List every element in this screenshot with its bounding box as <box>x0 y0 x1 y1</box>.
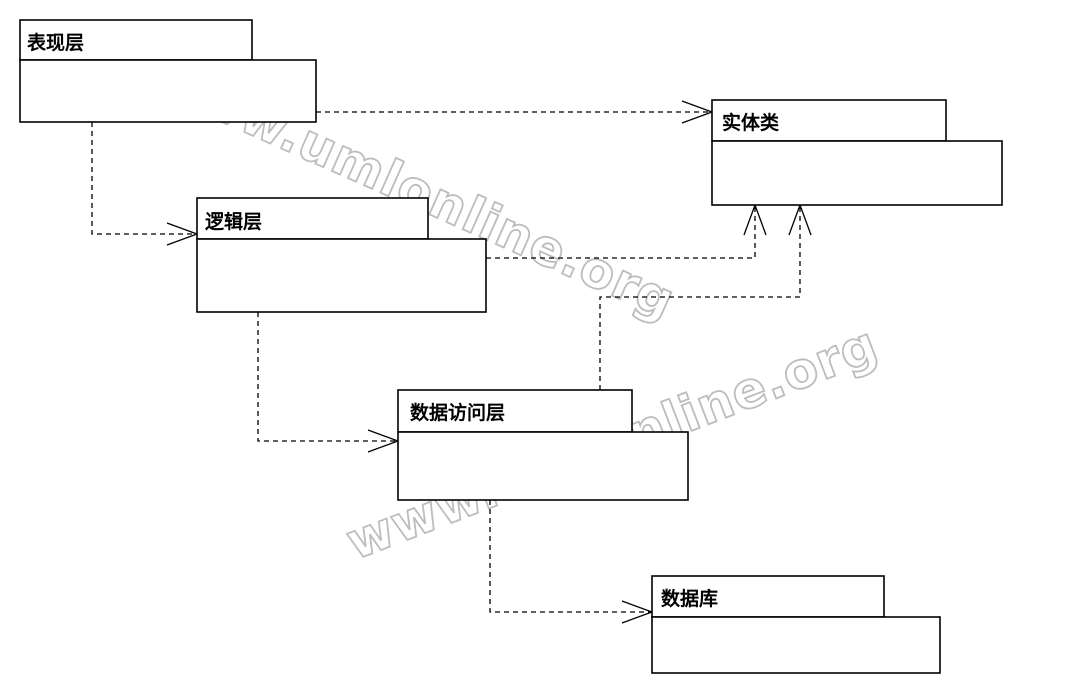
package-logic[interactable]: 逻辑层 <box>196 197 487 313</box>
package-label: 实体类 <box>722 111 779 134</box>
package-database[interactable]: 数据库 <box>651 575 941 674</box>
package-body <box>651 616 941 674</box>
package-label: 数据访问层 <box>410 401 505 424</box>
dependency-data-access-to-entity <box>599 205 801 390</box>
package-label: 逻辑层 <box>205 210 262 233</box>
arrow-head <box>621 600 654 624</box>
package-presentation[interactable]: 表现层 <box>19 19 317 123</box>
package-body <box>397 431 689 501</box>
package-data-access[interactable]: 数据访问层 <box>397 389 689 501</box>
package-tab <box>19 19 253 61</box>
package-tab <box>196 197 429 240</box>
package-label: 表现层 <box>27 31 84 54</box>
package-entity[interactable]: 实体类 <box>711 99 1003 206</box>
package-tab <box>651 575 885 618</box>
package-body <box>196 238 487 313</box>
dependency-logic-to-data-access <box>257 312 398 442</box>
package-body <box>711 140 1003 206</box>
package-label: 数据库 <box>661 587 718 610</box>
package-body <box>19 59 317 123</box>
dependency-data-access-to-database <box>489 500 652 613</box>
dependency-presentation-to-logic <box>91 122 197 235</box>
